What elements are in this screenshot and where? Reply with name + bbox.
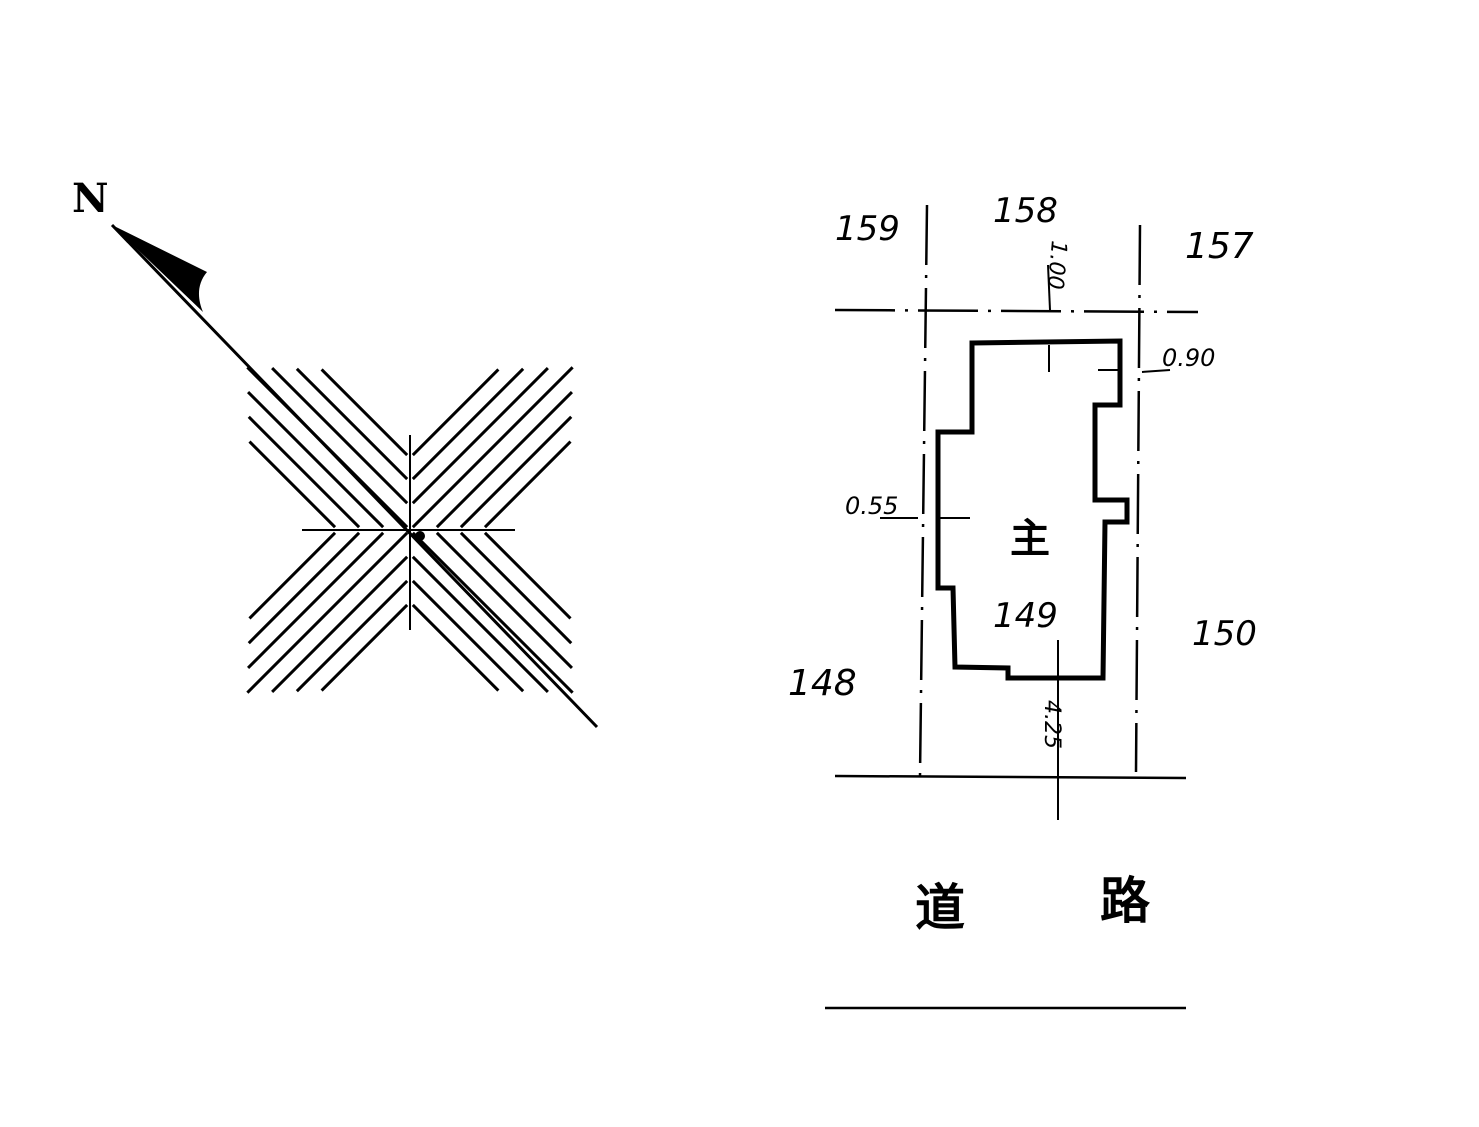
compass-hatch-line: [411, 368, 500, 457]
south-setback-label: 4.25: [1039, 700, 1064, 749]
lot-number-159: 159: [835, 209, 900, 249]
compass-hatch-line: [248, 440, 337, 529]
east-setback-label: 0.90: [1162, 344, 1215, 372]
lot-number-148: 148: [788, 663, 857, 704]
compass-hatch-line: [483, 531, 572, 620]
lot-boundaries: [825, 204, 1199, 1010]
north-label: N: [72, 175, 109, 222]
compass-hatch-line: [247, 391, 385, 529]
north-setback-label: 1.00: [1042, 239, 1071, 290]
compass-hatch-line: [411, 367, 525, 481]
compass-hatch-line: [483, 440, 572, 529]
compass-hatch-line: [411, 366, 574, 529]
compass-hatch-line: [271, 555, 409, 693]
compass-hatch-line: [320, 603, 409, 692]
compass-hatch-line: [435, 391, 573, 529]
compass-hatch-line: [435, 531, 573, 669]
compass-hatch-line: [411, 555, 549, 693]
compass-hatch-line: [320, 368, 409, 457]
compass-hatch-line: [295, 579, 409, 693]
compass-hatch-line: [411, 531, 574, 694]
lot-number-149: 149: [993, 596, 1058, 636]
compass-hatch-line: [411, 367, 549, 505]
road-label-2: 路: [1100, 871, 1151, 930]
compass-hatch-line: [247, 531, 361, 645]
dimension-lines: [880, 264, 1171, 820]
compass-rose: [246, 366, 574, 694]
building-label: 主: [1010, 515, 1050, 562]
road-label-1: 道: [915, 878, 965, 937]
compass-hatch-line: [459, 531, 573, 645]
lot-number-150: 150: [1192, 614, 1257, 654]
lot-number-158: 158: [993, 191, 1058, 231]
compass-hatch-line: [459, 415, 573, 529]
compass-hatch-line: [248, 531, 337, 620]
compass-hatch-line: [271, 367, 409, 505]
compass-hatch-line: [247, 531, 385, 669]
main-building-outline: [935, 338, 1130, 681]
west-setback-label: 0.55: [845, 492, 898, 520]
compass-hatch-line: [411, 579, 525, 693]
north-arrow-icon: [110, 223, 599, 729]
compass-hatch-line: [295, 367, 409, 481]
compass-hatch-line: [411, 603, 500, 692]
compass-hatch-line: [247, 415, 361, 529]
lot-number-157: 157: [1185, 226, 1254, 267]
compass-hatch-line: [246, 531, 409, 694]
